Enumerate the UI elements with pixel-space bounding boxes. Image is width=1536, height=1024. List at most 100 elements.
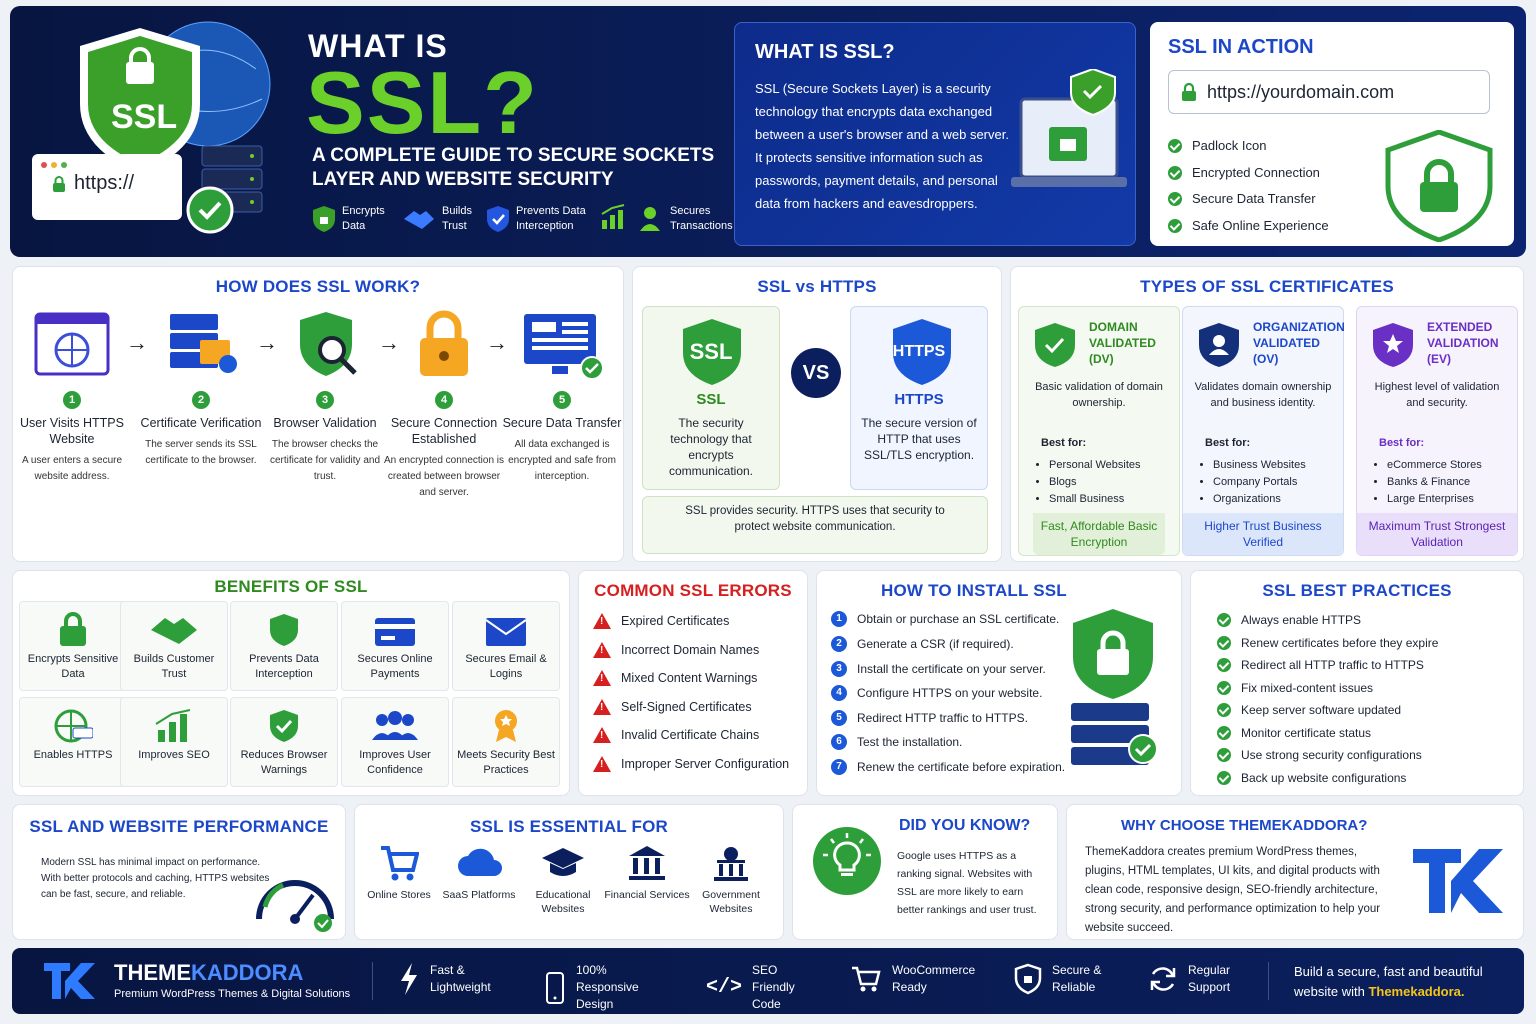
error-item: Incorrect Domain Names [593,642,759,658]
benefit-card: Secures Email & Logins [452,601,560,691]
ov-certificate-card: ORGANIZATION VALIDATED (OV) Validates do… [1182,306,1345,556]
practice-item: Use strong security configurations [1217,748,1422,762]
benefit-card: Enables HTTPS [19,697,127,787]
padlock-icon [1182,83,1196,101]
action-item: Padlock Icon [1168,138,1266,153]
practice-item: Redirect all HTTP traffic to HTTPS [1217,658,1424,672]
practice-item: Always enable HTTPS [1217,613,1361,627]
https-shield-text: HTTPS [892,343,946,360]
speedometer-icon [256,880,334,932]
refresh-icon [1150,967,1176,991]
shopping-cart-icon [381,846,419,881]
shopping-cart-icon [852,966,881,992]
ssl-errors-section: COMMON SSL ERRORS Expired Certificates I… [578,570,808,796]
laptop-lock-icon [1011,69,1127,187]
shield-magnifier-icon [300,312,357,376]
address-bar[interactable]: https://yourdomain.com [1168,70,1490,114]
essential-item: Online Stores [354,844,444,902]
shield-check-icon [270,710,298,742]
error-item: Mixed Content Warnings [593,670,757,686]
dv-certificate-card: DOMAIN VALIDATED (DV) Basic validation o… [1018,306,1180,556]
hero-feature: Secures Transactions [640,204,734,234]
shield-check-icon [487,206,509,232]
handshake-icon [151,618,197,644]
section-title: DID YOU KNOW? [899,817,1031,834]
what-is-ssl-title: WHAT IS SSL? [755,41,895,63]
footer-feature: Fast & Lightweight [398,962,500,996]
hero-feature: Builds Trust [402,204,476,234]
lock-icon [60,612,86,646]
browser-globe-icon [34,312,110,376]
address-bar-url: https://yourdomain.com [1207,81,1395,102]
essential-item: Government Websites [686,844,776,916]
section-title: TYPES OF SSL CERTIFICATES [1140,277,1394,296]
check-icon [1217,636,1231,650]
lightning-icon [401,963,417,995]
bar-chart-icon [155,709,191,742]
handshake-icon [404,211,434,229]
arrow-right-icon: → [256,330,278,355]
server-shield-icon [1071,609,1158,765]
ev-certificate-card: EXTENDED VALIDATION (EV) Highest level o… [1356,306,1518,556]
error-item: Self-Signed Certificates [593,699,752,715]
warning-icon [593,756,611,772]
shield-badge-text: SSL [111,98,178,136]
check-icon [1217,658,1231,672]
shield-star-icon [1373,323,1413,367]
footer-feature: </>SEO Friendly Code [706,963,795,1011]
performance-text: Modern SSL has minimal impact on perform… [41,857,270,900]
graduation-cap-icon [542,848,584,876]
growth-chart-icon [601,204,625,229]
warning-icon [593,642,611,658]
practice-item: Back up website configurations [1217,771,1406,785]
practice-item: Renew certificates before they expire [1217,636,1438,650]
benefit-card: Prevents Data Interception [230,601,338,691]
padlock-icon [420,310,468,376]
ssl-https-note: SSL provides security. HTTPS uses that s… [642,496,988,554]
practice-item: Keep server software updated [1217,703,1401,717]
check-icon [1217,726,1231,740]
section-title: SSL AND WEBSITE PERFORMANCE [29,817,329,836]
hero-title-line2: SSL? [306,53,539,152]
benefit-card: Secures Online Payments [341,601,449,691]
footer-feature: Secure & Reliable [1014,962,1108,996]
action-item: Encrypted Connection [1168,165,1320,180]
shield-icon [270,614,298,646]
credit-card-icon [375,618,415,646]
ssl-in-action-title: SSL IN ACTION [1168,36,1314,58]
section-title: HOW TO INSTALL SSL [881,581,1067,600]
https-shield-icon [893,319,951,385]
ssl-card: SSL SSL The security technology that enc… [642,306,780,490]
footer-bar: THEMEKADDORA Premium WordPress Themes & … [12,948,1524,1014]
ssl-shield-illustration [32,21,271,234]
performance-section: SSL AND WEBSITE PERFORMANCE Modern SSL h… [12,804,346,940]
themekaddora-link[interactable]: Themekaddora. [1368,984,1465,999]
section-title: SSL BEST PRACTICES [1262,581,1452,600]
check-icon [1168,165,1182,180]
action-item: Secure Data Transfer [1168,191,1316,206]
footer-feature: Regular Support [1148,962,1240,996]
benefit-card: Improves SEO [120,697,228,787]
error-item: Expired Certificates [593,613,729,629]
section-title: WHY CHOOSE THEMEKADDORA? [1121,817,1368,834]
https-card: HTTPS HTTPS The secure version of HTTP t… [850,306,988,490]
mobile-phone-icon [546,971,564,1004]
envelope-icon [485,618,527,646]
government-building-icon [714,847,748,881]
shield-lock-icon [1385,130,1493,242]
benefit-card: Improves User Confidence [341,697,449,787]
section-title: SSL IS ESSENTIAL FOR [470,817,668,836]
arrow-right-icon: → [486,330,508,355]
shield-lock-icon [313,206,335,232]
users-icon [372,711,418,740]
lightbulb-icon [813,827,881,895]
shield-check-icon [1035,323,1075,367]
ssl-shield-icon [683,319,741,385]
benefit-card: Meets Security Best Practices [452,697,560,787]
